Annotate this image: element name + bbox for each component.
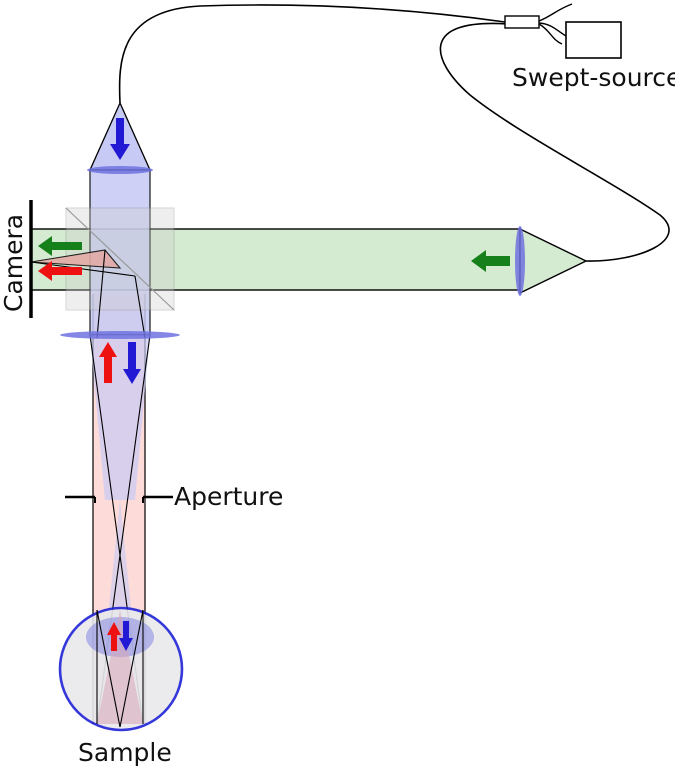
swept-source-box — [565, 21, 622, 59]
return-beam-to-camera — [30, 249, 122, 269]
arrow-blue-sample — [119, 621, 133, 651]
reference-cone — [519, 227, 588, 295]
swept-source-label: Swept-source — [512, 63, 675, 92]
collimator-lens — [87, 166, 153, 174]
eye-sample-icon — [58, 606, 184, 732]
arrow-blue-down-top — [110, 118, 130, 160]
objective-lens — [60, 331, 180, 339]
optical-fiber-upper — [118, 4, 506, 104]
reference-lens — [515, 226, 525, 296]
sample-label: Sample — [78, 738, 172, 767]
arrow-blue-down — [123, 342, 141, 384]
arrow-red-sample — [107, 622, 121, 651]
arrow-red-up — [99, 342, 117, 383]
arrow-green-camera — [38, 236, 82, 256]
aperture-icon — [65, 495, 173, 503]
optical-fiber-reference — [439, 22, 670, 262]
arrow-red-camera — [38, 261, 82, 281]
camera-label: Camera — [0, 214, 28, 312]
fiber-coupler-icon — [504, 3, 573, 45]
arrow-green-reference — [471, 250, 510, 272]
aperture-label: Aperture — [174, 482, 283, 511]
